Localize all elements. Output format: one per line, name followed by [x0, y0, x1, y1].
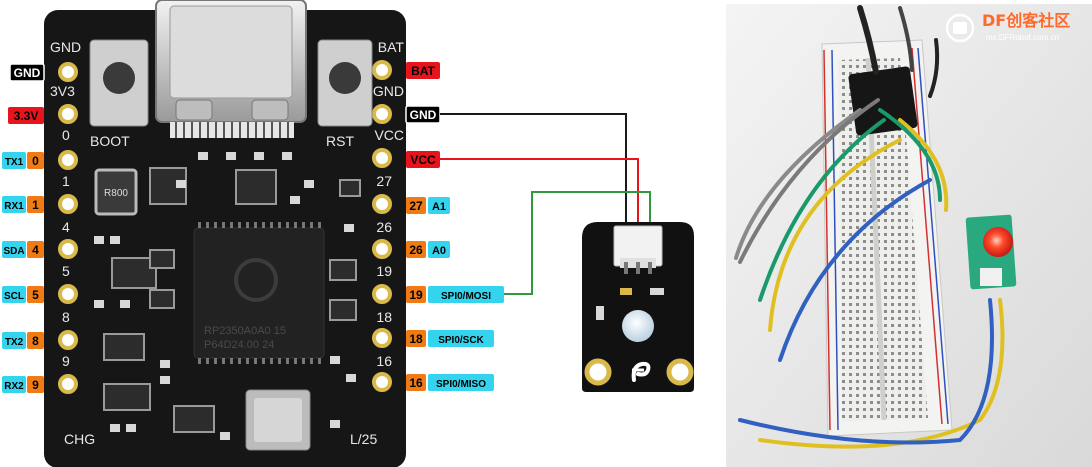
chg-label: CHG: [64, 431, 95, 447]
pin-tag-left-6-0: TX2: [5, 337, 24, 348]
silk-left-1: 3V3: [50, 83, 75, 99]
pin-label-right-a0: 26 A0: [406, 241, 450, 258]
l-label: L/25: [350, 431, 377, 447]
pin-tag-right-3-0: 27: [409, 199, 423, 213]
pin-tag-left-5-1: 5: [32, 288, 39, 302]
breadboard: [821, 39, 953, 437]
wires: [440, 113, 651, 295]
chip-marking-1: RP2350A0A0 15: [204, 325, 286, 337]
watermark-url: mc.DFRobot.com.cn: [986, 33, 1059, 42]
wire-vcc: [440, 158, 639, 222]
pin-label-right-sck: 18 SPI0/SCK: [406, 330, 494, 347]
pin-label-right-vcc: VCC: [406, 151, 440, 168]
board-pin-holes: [58, 60, 392, 394]
silk-left-6: 8: [62, 309, 70, 325]
silk-left-2: 0: [62, 127, 70, 143]
silk-left-5: 5: [62, 263, 70, 279]
right-pin-labels: BAT GND VCC 27 A1 26 A0 19 SPI0/MOSI: [405, 62, 504, 391]
pin-tag-left-4-0: SDA: [3, 246, 24, 257]
pin-tag-right-5-1: SPI0/MOSI: [441, 291, 491, 302]
pin-tag-left-3-1: 1: [32, 198, 39, 212]
pin-tag-right-2-0: VCC: [410, 153, 436, 167]
pin-tag-left-2-0: TX1: [5, 157, 24, 168]
pin-label-left-sda: SDA 4: [2, 241, 44, 258]
pin-tag-left-7-0: RX2: [4, 381, 24, 392]
pin-tag-right-7-1: SPI0/MISO: [436, 379, 486, 390]
silk-right-7: 16: [376, 353, 392, 369]
pin-tag-left-0-0: GND: [14, 66, 41, 80]
pin-tag-left-3-0: RX1: [4, 201, 24, 212]
rp2350-chip: RP2350A0A0 15 P64D24.00 24: [193, 222, 325, 364]
rst-label: RST: [326, 133, 354, 149]
pin-label-right-gnd: GND: [405, 105, 441, 124]
led-module: [582, 222, 694, 392]
led-module-mount-hole-left: [584, 358, 612, 386]
boot-label: BOOT: [90, 133, 130, 149]
pin-label-left-rx2: RX2 9: [2, 376, 44, 393]
microcontroller-board: GND 3V3 0 1 4 5 8 9 BAT GND VCC 27 26 19…: [44, 0, 406, 467]
silk-right-2: VCC: [374, 127, 404, 143]
silk-right-3: 27: [376, 173, 392, 189]
usb-c-connector: [155, 0, 307, 138]
pin-label-right-mosi: 19 SPI0/MOSI: [406, 286, 504, 303]
pin-label-left-scl: SCL 5: [2, 286, 44, 303]
pin-tag-left-1-0: 3.3V: [14, 109, 39, 123]
left-pin-labels: GND 3.3V TX1 0 RX1 1 SDA 4: [2, 63, 45, 393]
breadboard-photo: DF创客社区 mc.DFRobot.com.cn: [726, 4, 1092, 467]
pin-tag-right-5-0: 19: [409, 288, 423, 302]
pin-label-left-3v3: 3.3V: [8, 107, 44, 124]
chip-marking-2: P64D24.00 24: [204, 339, 274, 351]
watermark-brand: DF创客社区: [982, 11, 1070, 30]
wire-gnd: [440, 113, 627, 222]
pin-tag-right-7-0: 16: [409, 376, 423, 390]
silk-right-5: 19: [376, 263, 392, 279]
board-small-pads: [94, 152, 356, 440]
silk-left-7: 9: [62, 353, 70, 369]
pin-tag-right-6-0: 18: [409, 332, 423, 346]
resistor-label: R800: [104, 188, 128, 199]
pin-label-left-tx1: TX1 0: [2, 152, 44, 169]
df-watermark: DF创客社区 mc.DFRobot.com.cn: [945, 11, 1070, 43]
led-bulb: [622, 310, 654, 342]
pin-tag-right-4-1: A0: [432, 245, 446, 257]
silk-right-0: BAT: [378, 39, 405, 55]
boot-button: [89, 39, 149, 127]
pin-label-left-tx2: TX2 8: [2, 332, 44, 349]
pin-tag-left-4-1: 4: [32, 243, 39, 257]
board-smd-components: [103, 167, 361, 433]
pin-label-left-rx1: RX1 1: [2, 196, 44, 213]
pin-label-right-bat: BAT: [406, 62, 440, 79]
wire-signal: [504, 191, 651, 295]
df-f-logo-icon: [631, 361, 651, 382]
crystal-oscillator: [245, 389, 311, 451]
pin-tag-right-6-1: SPI0/SCK: [438, 335, 484, 346]
pin-tag-right-0-0: BAT: [411, 64, 435, 78]
pin-tag-right-3-1: A1: [432, 201, 446, 213]
photo-wires: [734, 5, 1005, 449]
silk-right-4: 26: [376, 219, 392, 235]
df-robot-logo-icon: [945, 13, 975, 43]
pin-label-right-a1: 27 A1: [406, 197, 450, 214]
pin-tag-left-5-0: SCL: [4, 291, 24, 302]
pin-label-left-gnd: GND: [9, 63, 45, 82]
pin-tag-right-1-0: GND: [410, 108, 437, 122]
silk-left-4: 4: [62, 219, 70, 235]
reset-button: [317, 39, 373, 127]
silk-right-6: 18: [376, 309, 392, 325]
photo-led-lit: [983, 227, 1013, 257]
pin-tag-right-4-0: 26: [409, 243, 423, 257]
led-module-mount-hole-right: [666, 358, 694, 386]
pin-tag-left-6-1: 8: [32, 334, 39, 348]
pin-label-right-miso: 16 SPI0/MISO: [406, 374, 494, 391]
silk-right-1: GND: [373, 83, 404, 99]
resistor-component: R800: [94, 168, 138, 216]
silk-left-3: 1: [62, 173, 70, 189]
pin-tag-left-7-1: 9: [32, 378, 39, 392]
silk-left-0: GND: [50, 39, 81, 55]
photo-led-module: [965, 214, 1017, 290]
pin-tag-left-2-1: 0: [32, 154, 39, 168]
